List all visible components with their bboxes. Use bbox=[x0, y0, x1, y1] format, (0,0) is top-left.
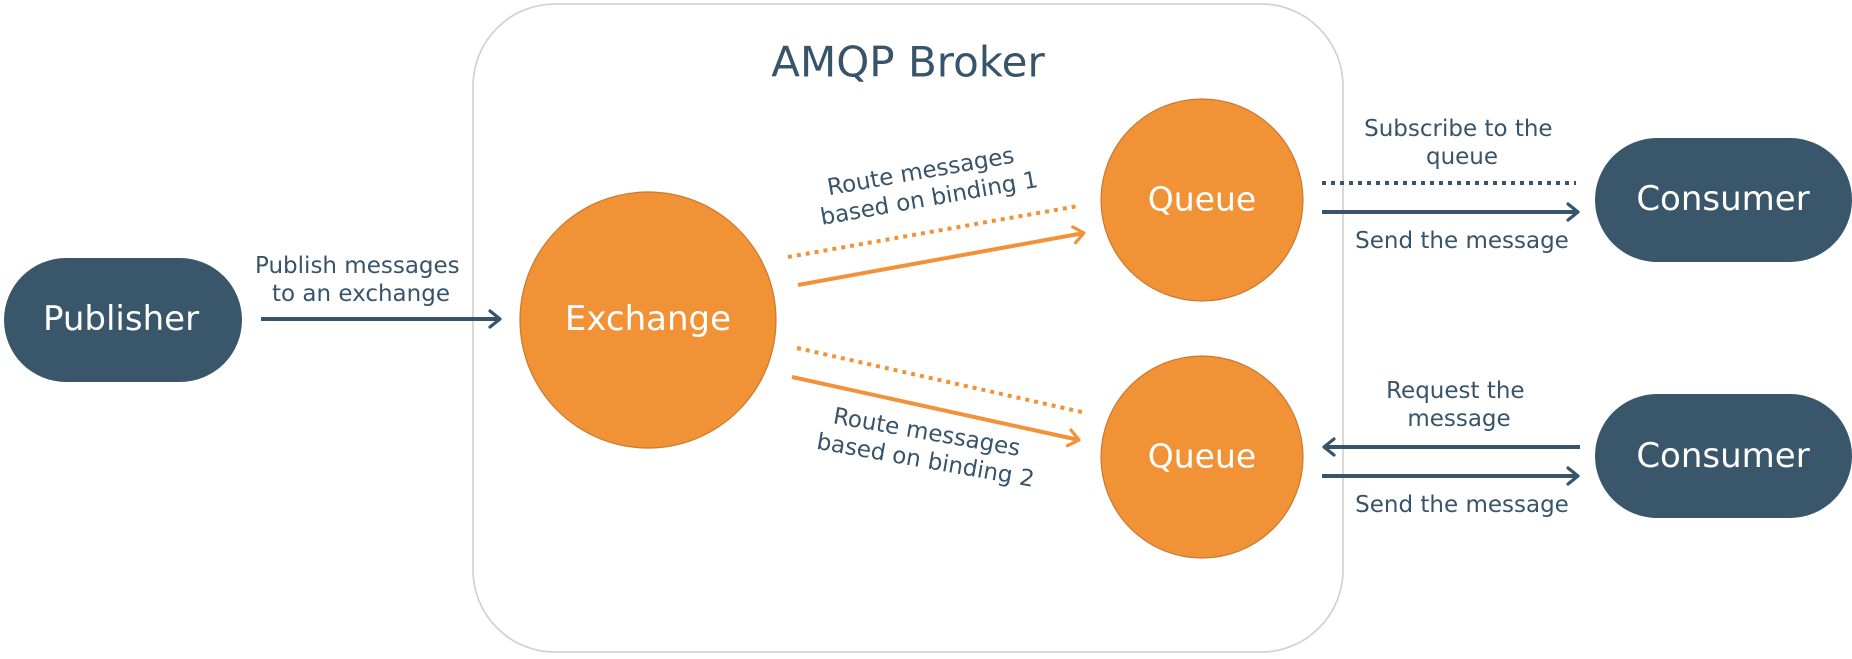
exchange-label: Exchange bbox=[565, 299, 731, 339]
consumer-bottom-label: Consumer bbox=[1636, 436, 1809, 476]
send-top-label: Send the message bbox=[1355, 228, 1569, 254]
publisher-label: Publisher bbox=[43, 299, 199, 339]
queue-top-label: Queue bbox=[1148, 180, 1256, 219]
publisher-node: Publisher bbox=[4, 258, 242, 382]
binding-2-arrow bbox=[791, 375, 1081, 448]
binding-1-dotted-line bbox=[787, 204, 1079, 259]
consumer-bottom-node: Consumer bbox=[1595, 394, 1852, 518]
publish-label: Publish messages to an exchange bbox=[255, 253, 467, 307]
send-bottom-label: Send the message bbox=[1355, 492, 1569, 518]
consumer-top-node: Consumer bbox=[1595, 138, 1852, 262]
exchange-node: Exchange bbox=[519, 191, 777, 449]
queue-bottom-label: Queue bbox=[1148, 437, 1256, 476]
queue-top-node: Queue bbox=[1100, 98, 1304, 302]
broker-title: AMQP Broker bbox=[771, 38, 1045, 87]
request-label: Request the message bbox=[1386, 378, 1532, 432]
binding-2-dotted-line bbox=[796, 346, 1087, 415]
binding-1-arrow bbox=[797, 225, 1086, 287]
queue-bottom-node: Queue bbox=[1100, 355, 1304, 559]
consumer-top-label: Consumer bbox=[1636, 179, 1809, 219]
subscribe-label: Subscribe to the queue bbox=[1364, 116, 1560, 170]
